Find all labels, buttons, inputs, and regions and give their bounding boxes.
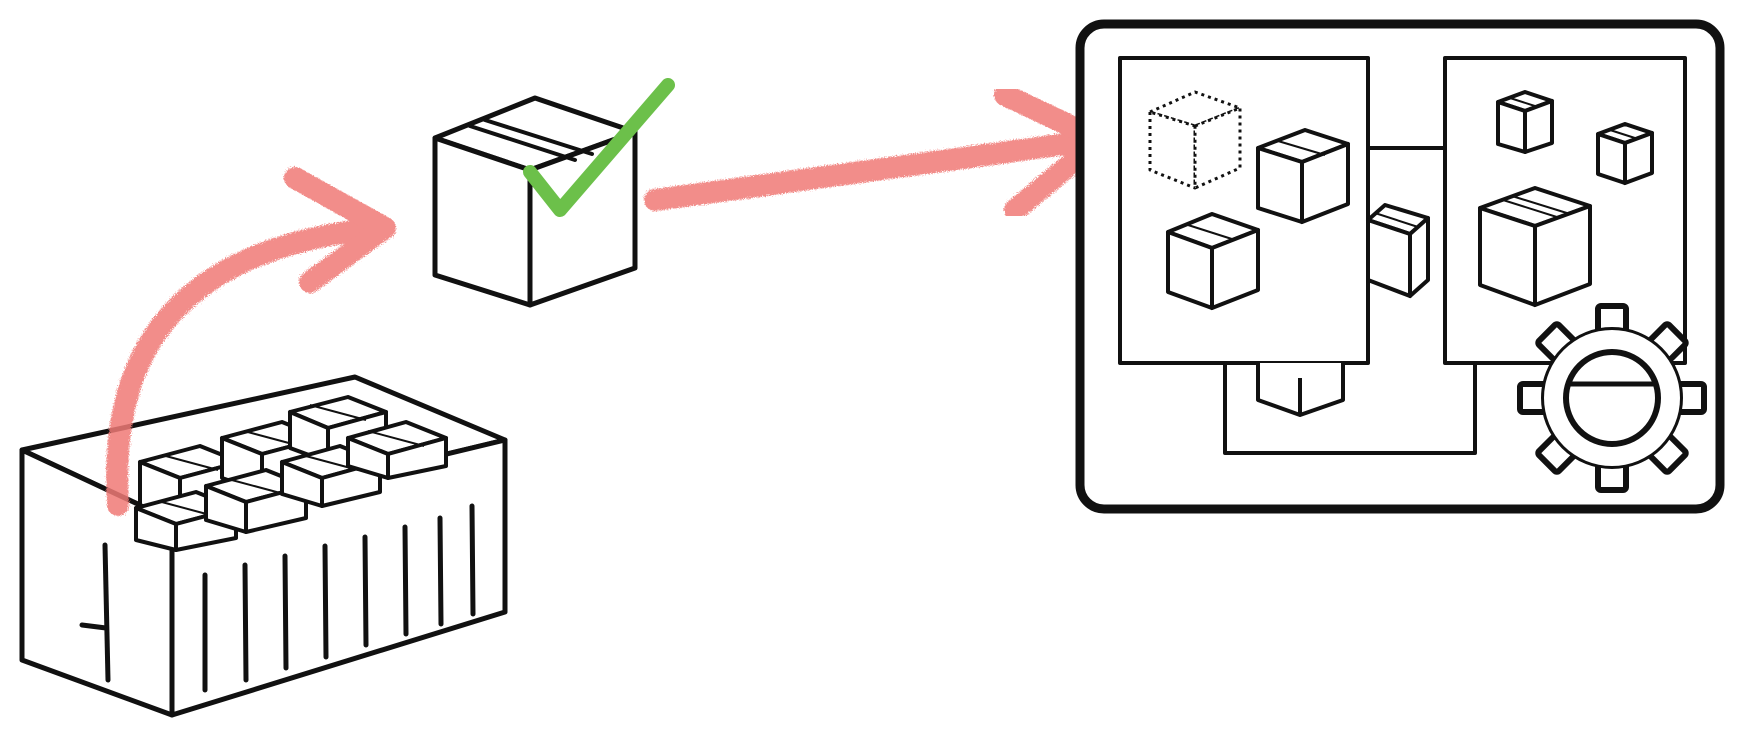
- container-boxes: [134, 395, 448, 552]
- straight-arrow: [644, 84, 1111, 221]
- cluster-boxes: [1148, 90, 1654, 417]
- box-icon: [1256, 128, 1350, 224]
- checkmark-icon: [523, 78, 675, 217]
- box-icon: [1496, 90, 1554, 154]
- curved-arrow: [106, 167, 396, 516]
- box-icon: [1166, 212, 1260, 310]
- gear-icon: [1517, 303, 1707, 493]
- box-icon: [1596, 122, 1654, 185]
- box-icon: [346, 420, 448, 480]
- box-icon: [1478, 186, 1592, 307]
- box-icon: [432, 95, 638, 308]
- verified-box: [432, 95, 638, 308]
- box-icon: [1148, 90, 1242, 190]
- box-icon: [1256, 363, 1345, 417]
- box-icon: [1366, 203, 1430, 298]
